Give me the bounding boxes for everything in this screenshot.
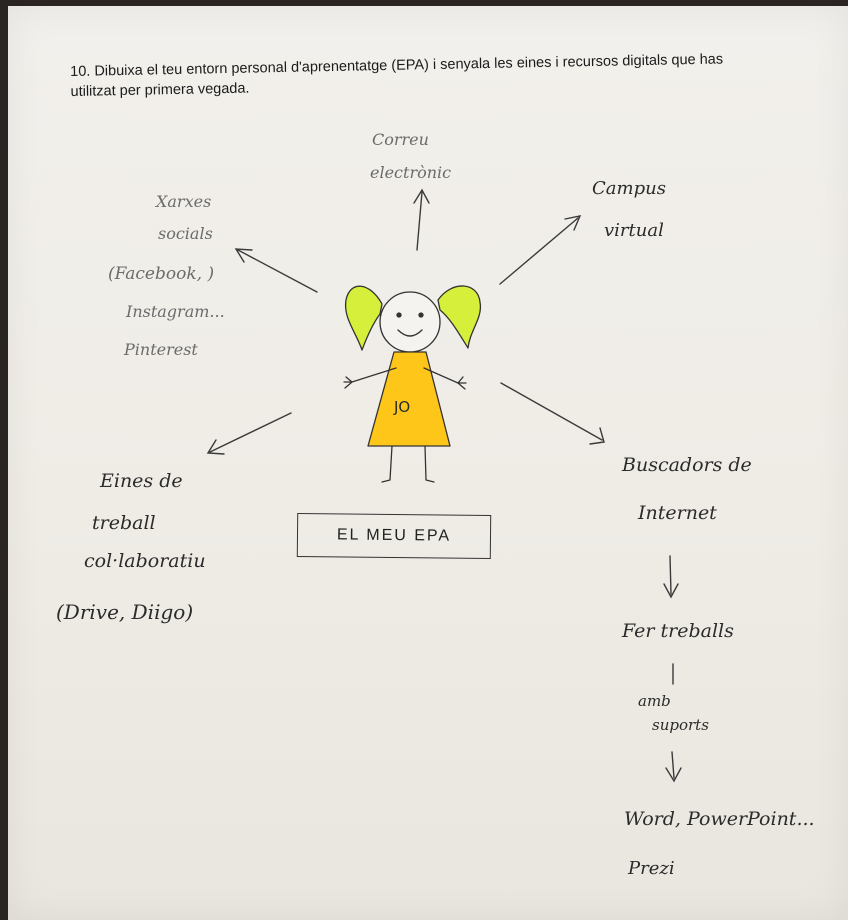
branch-fer-treballs: Fer treballs	[622, 620, 734, 642]
branch-xarxes-line1: Xarxes	[156, 192, 212, 211]
arrow-to-fer-treballs	[663, 555, 679, 599]
dress	[367, 351, 451, 447]
branch-suports-line1: amb	[638, 692, 671, 710]
jo-label: JO	[394, 398, 411, 416]
branch-xarxes-line5: Pinterest	[124, 340, 198, 359]
branch-campus-line1: Campus	[592, 178, 666, 199]
branch-buscadors-line2: Internet	[638, 502, 717, 524]
branch-eines-line3: col·laboratiu	[84, 550, 206, 572]
epa-title-label: EL MEU EPA	[336, 526, 452, 545]
branch-campus-line2: virtual	[604, 220, 664, 241]
right-pigtail	[437, 285, 482, 349]
arrow-to-word	[665, 751, 682, 783]
branch-correu-line2: electrònic	[370, 163, 452, 182]
branch-xarxes-line4: Instagram...	[126, 302, 225, 321]
branch-xarxes-line3: (Facebook, )	[108, 264, 215, 284]
arrow-to-correu	[413, 188, 430, 251]
worksheet-paper	[8, 6, 848, 920]
epa-title-box: EL MEU EPA	[296, 512, 492, 560]
girl-figure	[343, 285, 482, 483]
branch-correu-line1: Correu	[372, 130, 429, 149]
branch-eines-line4: (Drive, Diigo)	[56, 600, 194, 624]
arrow-to-eines	[206, 412, 292, 455]
branch-word-line2: Prezi	[628, 858, 675, 879]
branch-word-line1: Word, PowerPoint...	[624, 808, 815, 830]
branch-eines-line1: Eines de	[100, 470, 183, 492]
arrow-to-campus	[499, 215, 582, 285]
left-pigtail	[344, 285, 383, 351]
arrow-to-buscadors	[500, 382, 605, 445]
branch-buscadors-line1: Buscadors de	[622, 454, 752, 476]
head	[379, 291, 441, 353]
branch-suports-line2: suports	[652, 716, 709, 734]
branch-xarxes-line2: socials	[158, 224, 213, 243]
arrow-to-xarxes	[234, 248, 318, 293]
branch-eines-line2: treball	[92, 512, 156, 534]
